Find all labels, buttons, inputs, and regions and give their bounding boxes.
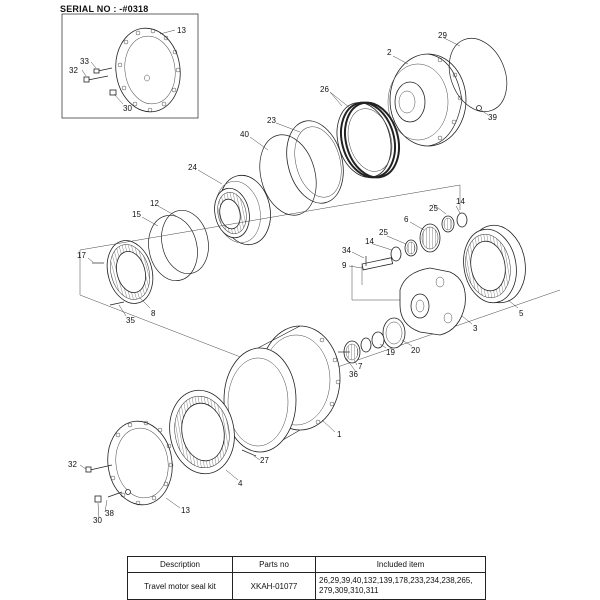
callout-4: 4 — [238, 479, 243, 488]
seal-kit-table: Description Parts no Included item Trave… — [127, 556, 486, 600]
part-30-plug-inset — [109, 89, 117, 96]
included-items-line-2: 279,309,310,311 — [319, 586, 379, 595]
part-27-pin — [241, 449, 257, 457]
part-25-needle-bearing-b — [404, 239, 418, 257]
part-4-ring-gear — [169, 389, 235, 475]
part-33-screw-inset — [93, 67, 113, 74]
callout-7: 7 — [358, 362, 363, 371]
header-included-item: Included item — [315, 556, 486, 573]
part-30-plug — [94, 495, 102, 503]
part-5-ring-gear — [463, 224, 526, 304]
part-24-bearing — [214, 174, 271, 246]
callout-35: 35 — [126, 316, 135, 325]
callout-24: 24 — [188, 163, 197, 172]
part-29-o-ring — [448, 37, 508, 113]
callout-30-bottom: 30 — [93, 516, 102, 525]
part-25-needle-bearing-a — [441, 215, 455, 233]
callout-5: 5 — [519, 309, 524, 318]
callout-3: 3 — [473, 324, 478, 333]
part-20-ring — [382, 317, 406, 349]
part-2-housing — [387, 53, 467, 147]
callout-27: 27 — [260, 456, 269, 465]
serial-note: SERIAL NO : -#0318 — [60, 4, 149, 14]
leader-lines — [79, 29, 519, 519]
callout-23: 23 — [267, 116, 276, 125]
table-header-row: Description Parts no Included item — [127, 556, 486, 573]
part-1-hub — [223, 325, 341, 453]
part-15-ring — [148, 214, 198, 282]
callout-26: 26 — [320, 85, 329, 94]
part-32-bolt — [85, 464, 113, 473]
callout-25-b: 25 — [379, 228, 388, 237]
part-32-bolt-inset — [83, 75, 109, 83]
callout-13-top: 13 — [177, 26, 186, 35]
callout-14-b: 14 — [365, 237, 374, 246]
callout-36: 36 — [349, 370, 358, 379]
callout-6: 6 — [404, 215, 409, 224]
callout-1: 1 — [337, 430, 342, 439]
callout-33-top: 33 — [80, 57, 89, 66]
part-6-planet-gear — [419, 223, 441, 253]
part-39-plug — [476, 105, 482, 111]
callout-30-top: 30 — [123, 104, 132, 113]
part-14-washer-b — [390, 246, 402, 262]
part-14-washer-a — [456, 212, 468, 228]
callout-2: 2 — [387, 48, 392, 57]
part-40-o-ring — [259, 134, 317, 216]
serial-inset-box — [61, 13, 199, 119]
cell-included-items: 26,29,39,40,132,139,178,233,234,238,265,… — [315, 572, 486, 600]
callout-29: 29 — [438, 31, 447, 40]
part-8-gear-ring — [106, 240, 154, 304]
header-parts-no: Parts no — [232, 556, 316, 573]
part-3-carrier — [399, 267, 466, 336]
part-26-floating-seal — [336, 101, 400, 179]
included-items-line-1: 26,29,39,40,132,139,178,233,234,238,265, — [319, 576, 473, 585]
callout-8: 8 — [151, 309, 156, 318]
callout-15: 15 — [132, 210, 141, 219]
part-7-sun-gear — [343, 337, 372, 364]
cell-description: Travel motor seal kit — [127, 572, 233, 600]
callout-34: 34 — [342, 246, 351, 255]
callout-32-bottom: 32 — [68, 460, 77, 469]
callout-19: 19 — [386, 348, 395, 357]
callout-25-a: 25 — [429, 204, 438, 213]
part-35-screw — [109, 301, 125, 306]
header-description: Description — [127, 556, 233, 573]
callout-32-top: 32 — [69, 66, 78, 75]
callout-39: 39 — [488, 113, 497, 122]
callout-9: 9 — [342, 261, 347, 270]
table-row: Travel motor seal kit XKAH-01077 26,29,3… — [127, 572, 486, 600]
callout-40: 40 — [240, 130, 249, 139]
part-19-collar — [371, 331, 385, 349]
callout-13-bottom: 13 — [181, 506, 190, 515]
callout-17: 17 — [77, 251, 86, 260]
callout-20: 20 — [411, 346, 420, 355]
part-23-ring — [286, 120, 344, 204]
callout-14-a: 14 — [456, 197, 465, 206]
cell-parts-no: XKAH-01077 — [232, 572, 316, 600]
part-12-ring — [161, 209, 209, 275]
callout-38: 38 — [105, 509, 114, 518]
part-13-cover-inset — [115, 27, 181, 113]
part-13-cover — [107, 420, 174, 506]
part-9-shaft — [361, 257, 394, 285]
callout-12: 12 — [150, 199, 159, 208]
part-38-screw — [107, 491, 123, 498]
